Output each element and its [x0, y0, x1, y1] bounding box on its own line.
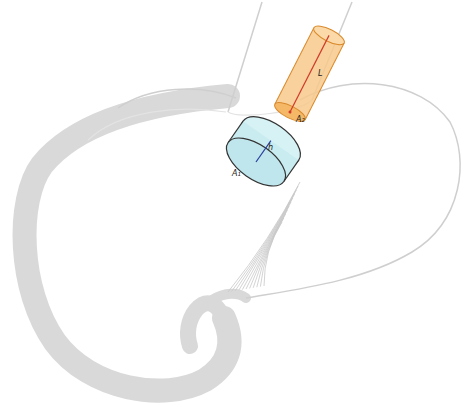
ventricle-wall	[25, 96, 230, 391]
annulus-cylinder	[218, 107, 308, 195]
dimension-label: L	[318, 70, 322, 78]
outflow-cylinder	[272, 22, 347, 125]
chamber-outline	[246, 84, 460, 298]
septum	[188, 303, 224, 346]
chordae	[228, 182, 300, 292]
dimension-label: h	[268, 144, 273, 152]
dimension-label: A₁	[232, 170, 241, 178]
papillary-muscle	[212, 294, 246, 300]
dimension-label: A₂	[296, 116, 305, 124]
atrium-outline	[118, 89, 236, 108]
inner-outline	[88, 109, 226, 140]
